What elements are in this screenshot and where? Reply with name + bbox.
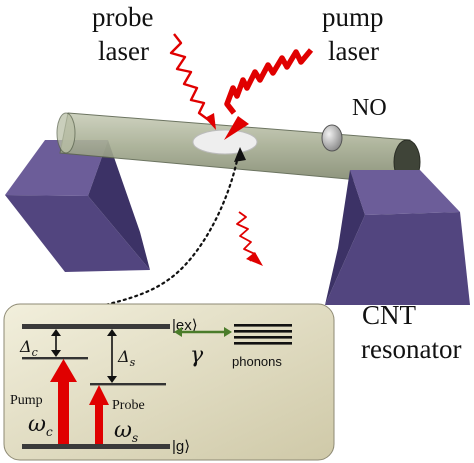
probe-label-line2: laser [98,36,149,66]
delta-c-arrow [51,329,61,357]
omega-c-label: ωc [28,412,53,439]
left-support [5,140,150,272]
phonons-label: phonons [232,354,282,369]
coupling-arrow [174,327,232,337]
energy-level-inset: |ex⟩ |g⟩ Δc Δs Pump ωc Probe ωs [3,303,335,461]
pump-transition-label: Pump [10,393,43,408]
probe-virtual-level [90,383,166,386]
pump-virtual-level [22,357,88,360]
probe-label-line1: probe [92,2,153,32]
omega-s-label: ωs [114,418,138,445]
delta-s-arrow [107,329,117,383]
delta-s-label: Δs [117,347,136,369]
pump-transition-arrow [50,359,77,444]
phonon-levels [234,324,292,345]
probe-laser-beam [169,33,216,130]
no-molecule [321,124,343,152]
pump-label-line2: laser [328,36,379,66]
right-support [325,170,470,305]
gamma-label: γ [190,343,204,368]
emitted-photon [236,211,263,266]
probe-transition-arrow [89,385,109,444]
probe-transition-label: Probe [112,398,145,413]
no-label: NO [352,95,387,121]
dotted-connector [80,154,240,314]
pump-label-line1: pump [322,2,384,32]
excited-level [22,324,170,329]
laser-spot [192,129,258,155]
cnt-label-line1: CNT [362,300,417,330]
dotted-connector-arrowhead [234,147,246,162]
pump-laser-beam [224,48,314,140]
ket-g: |g⟩ [172,438,190,455]
delta-c-label: Δc [19,337,38,359]
cnt-label-line2: resonator [361,334,461,364]
ground-level [22,444,170,449]
